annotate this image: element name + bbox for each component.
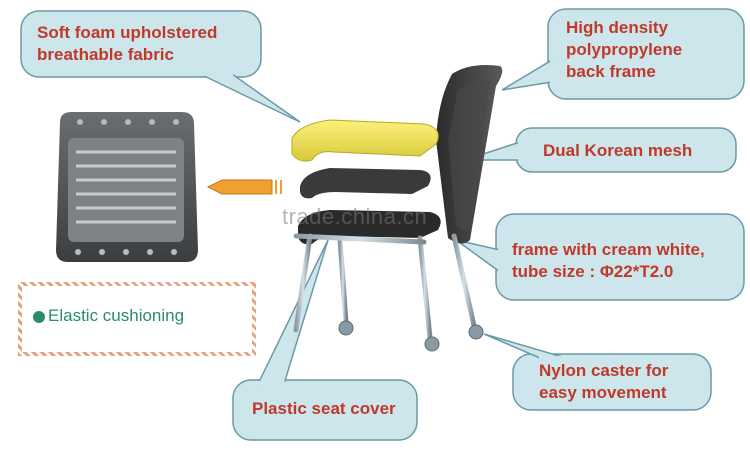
callout-back-frame: High density polypropylene back frame bbox=[566, 18, 683, 81]
cushion-panel-image bbox=[56, 112, 198, 262]
orange-arrow-icon bbox=[206, 179, 282, 195]
callout-mesh: Dual Korean mesh bbox=[543, 141, 693, 160]
bubble-seat-cover bbox=[232, 239, 418, 441]
elastic-cushioning-label: Elastic cushioning bbox=[48, 306, 185, 325]
bubble-soft-foam bbox=[20, 10, 301, 123]
callout-caster: Nylon caster for easy movement bbox=[539, 361, 669, 402]
callout-frame: frame with cream white, tube size : Φ22*… bbox=[512, 240, 705, 281]
bubble-caster bbox=[483, 333, 712, 411]
watermark: trade.china.cn bbox=[282, 204, 428, 229]
chair-image bbox=[291, 65, 503, 352]
bubble-frame bbox=[455, 213, 745, 301]
callout-seat-cover: Plastic seat cover bbox=[252, 399, 396, 418]
bullet-dot-icon bbox=[33, 311, 45, 323]
bubble-back-frame bbox=[501, 8, 745, 100]
callout-soft-foam: Soft foam upholstered breathable fabric bbox=[37, 23, 218, 64]
elastic-cushioning-box bbox=[18, 282, 256, 356]
bubble-mesh bbox=[464, 127, 737, 173]
